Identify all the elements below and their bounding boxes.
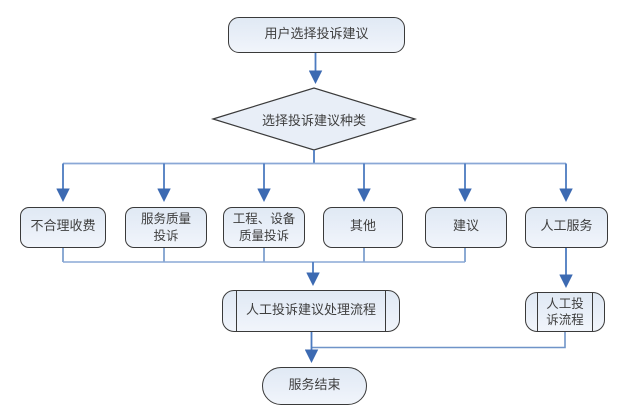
branch-suggestion: 建议 <box>425 207 507 248</box>
manual-process-subroutine: 人工投诉建议处理流程 <box>222 290 400 332</box>
decision-label: 选择投诉建议种类 <box>261 113 366 129</box>
decision-diamond-shape <box>210 87 418 151</box>
branch-service-quality-complaint: 服务质量 投诉 <box>125 207 207 248</box>
end-terminator: 服务结束 <box>262 367 367 405</box>
manual-complaint-subroutine: 人工投 诉流程 <box>525 292 605 332</box>
edge-complaint-join <box>311 332 566 349</box>
branch-engineering-equipment-quality-complaint: 工程、设备 质量投诉 <box>223 207 305 248</box>
branch-unreasonable-fee: 不合理收费 <box>20 207 106 248</box>
branch-other: 其他 <box>323 207 403 248</box>
start-terminator: 用户选择投诉建议 <box>228 17 405 53</box>
branch-manual-service: 人工服务 <box>525 207 608 248</box>
